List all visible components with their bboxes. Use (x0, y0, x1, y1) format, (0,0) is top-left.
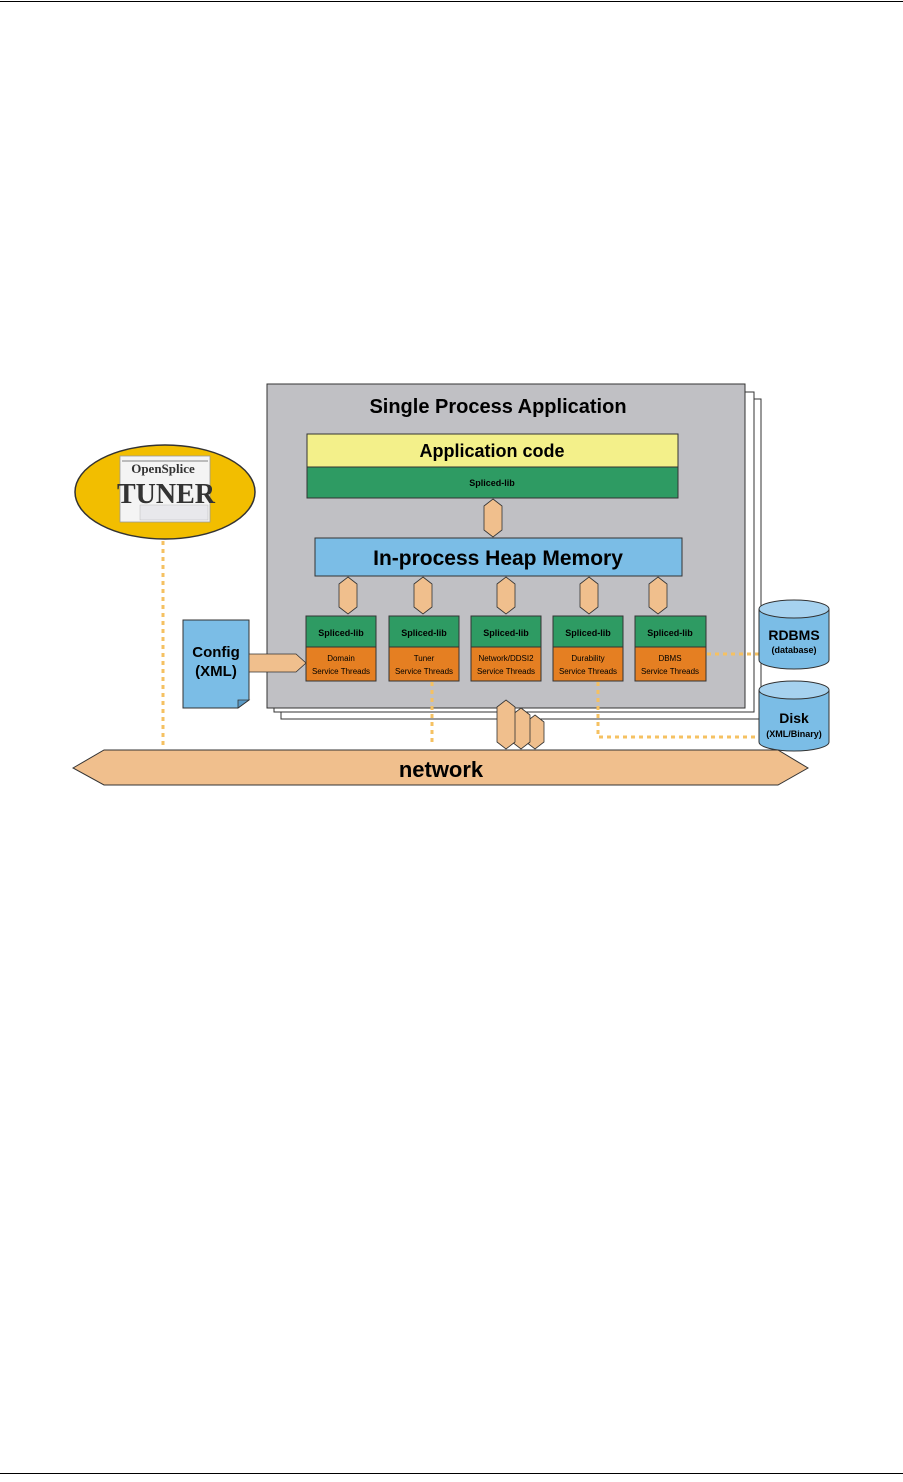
service-tuner: Spliced-lib Tuner Service Threads (388, 615, 460, 682)
service-lib-box (634, 615, 707, 648)
tuner-brand-label: OpenSplice (131, 461, 195, 476)
service-lib-box (552, 615, 624, 648)
rdbms-cylinder-body (758, 609, 830, 670)
service-lib-label: Spliced-lib (483, 628, 529, 638)
lib-heap-connector (483, 498, 503, 538)
page-bottom-rule (0, 1473, 903, 1474)
service-threads-box (634, 646, 707, 682)
disk-cylinder-body (758, 690, 830, 752)
network-service-connectors (496, 699, 545, 750)
connector-dbms (648, 576, 668, 615)
connector-domain (338, 576, 358, 615)
service-threads-label: Service Threads (395, 667, 453, 676)
connector-network (496, 576, 516, 615)
disk-cylinder-top (758, 680, 830, 700)
heap-memory-box (314, 537, 683, 577)
app-spliced-lib-label: Spliced-lib (469, 478, 515, 488)
connector-durability (579, 576, 599, 615)
service-domain: Spliced-lib Domain Service Threads (305, 615, 377, 682)
service-lib-label: Spliced-lib (565, 628, 611, 638)
service-connectors (338, 576, 668, 615)
dotted-connections (161, 541, 760, 746)
rdbms-database: RDBMS (database) (758, 599, 830, 670)
service-threads-box (305, 646, 377, 682)
heap-memory-label: In-process Heap Memory (373, 547, 623, 570)
config-doc-fold (237, 699, 251, 709)
application-code-label: Application code (419, 441, 564, 461)
disk-storage: Disk (XML/Binary) (758, 680, 830, 752)
tuner-badge: OpenSplice TUNER (74, 444, 256, 540)
service-lib-box (388, 615, 460, 648)
network-bar (71, 749, 809, 786)
service-lib-label: Spliced-lib (318, 628, 364, 638)
service-lib-label: Spliced-lib (647, 628, 693, 638)
config-label: Config (192, 644, 239, 661)
service-threads-label: Service Threads (641, 667, 699, 676)
service-durability: Spliced-lib Durability Service Threads (552, 615, 624, 682)
service-threads-box (470, 646, 542, 682)
service-threads-box (388, 646, 460, 682)
rdbms-cylinder-top (758, 599, 830, 619)
service-name: Durability (571, 654, 604, 663)
service-name: Network/DDSI2 (478, 654, 534, 663)
app-spliced-lib-box (306, 466, 679, 499)
config-format-label: (XML) (195, 663, 237, 680)
disk-sub-label: (XML/Binary) (766, 729, 822, 739)
process-title: Single Process Application (369, 396, 626, 418)
service-lib-box (470, 615, 542, 648)
network-label: network (399, 757, 484, 782)
service-name: DBMS (658, 654, 681, 663)
service-threads-box (552, 646, 624, 682)
service-network: Spliced-lib Network/DDSI2 Service Thread… (470, 615, 542, 682)
service-threads-label: Service Threads (312, 667, 370, 676)
config-arrow (248, 653, 307, 673)
service-name: Domain (327, 654, 355, 663)
page-top-rule (0, 1, 903, 2)
connector-tuner (413, 576, 433, 615)
service-dbms: Spliced-lib DBMS Service Threads (634, 615, 707, 682)
disk-label: Disk (779, 710, 809, 726)
service-threads-label: Service Threads (559, 667, 617, 676)
service-name: Tuner (414, 654, 435, 663)
durability-disk-line (596, 682, 758, 739)
service-lib-label: Spliced-lib (401, 628, 447, 638)
rdbms-sub-label: (database) (771, 645, 816, 655)
service-lib-box (305, 615, 377, 648)
service-threads-label: Service Threads (477, 667, 535, 676)
config-document: Config (XML) (182, 619, 251, 709)
rdbms-label: RDBMS (768, 627, 819, 643)
tuner-name-label: TUNER (117, 479, 216, 510)
